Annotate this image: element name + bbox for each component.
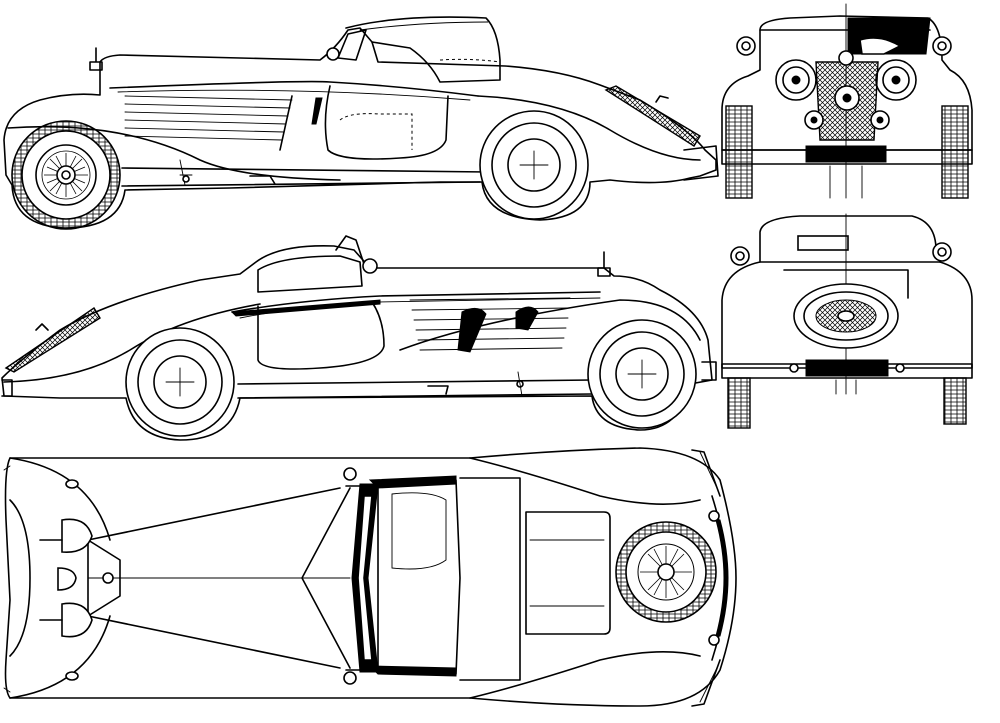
rear-view [721, 213, 973, 429]
top-view-mirror-right [343, 671, 357, 685]
side-right-soft-top [345, 16, 501, 83]
front-view-right-tyre [941, 105, 969, 199]
top-view-mirror-left [343, 467, 357, 481]
top-view-spare-wheel [615, 521, 717, 623]
top-view-trunk-lid [525, 511, 611, 635]
side-right-exhaust-grille [604, 85, 701, 147]
side-right-door [324, 85, 449, 160]
side-view-left [1, 235, 717, 441]
side-left-exhaust-2 [515, 306, 539, 331]
front-view [721, 3, 973, 199]
top-view [3, 447, 737, 707]
side-right-louvres [124, 95, 293, 151]
side-left-louvres [409, 297, 571, 351]
top-view-outline [4, 447, 737, 707]
front-view-headlamps [736, 36, 952, 101]
side-left-rear-wheel [587, 319, 697, 429]
side-left-exhaust-grille [4, 307, 101, 373]
side-left-door [257, 301, 385, 370]
front-view-left-tyre [725, 105, 753, 199]
rear-view-outline [721, 215, 973, 369]
front-view-plate [805, 145, 887, 163]
side-view-right [3, 16, 719, 230]
rear-view-plate [805, 359, 889, 377]
side-right-mirror [326, 47, 340, 61]
side-left-body-outline [1, 245, 713, 441]
rear-view-spare-wheel [793, 283, 899, 349]
side-left-mirror [362, 258, 378, 274]
top-view-headlamps [3, 465, 114, 693]
side-right-rear-wheel [479, 110, 589, 220]
top-view-cockpit [377, 479, 461, 675]
side-left-front-wheel [125, 327, 235, 437]
side-right-front-wheel [11, 120, 121, 230]
